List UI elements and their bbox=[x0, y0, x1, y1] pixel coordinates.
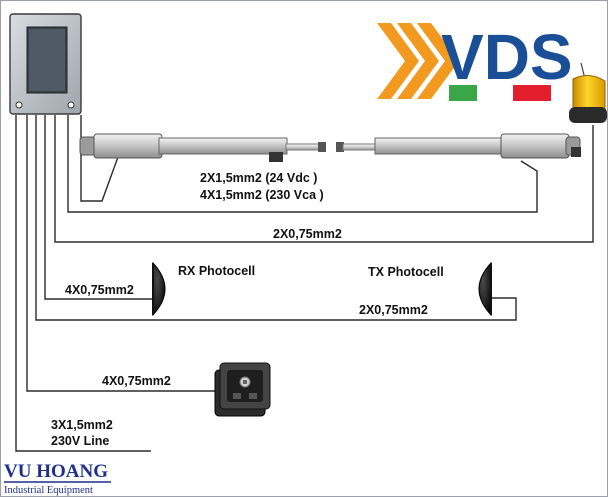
wire-actuator-right bbox=[67, 115, 538, 213]
label-motor-cable-ac: 4X1,5mm2 (230 Vca ) bbox=[200, 188, 324, 202]
linear-actuators bbox=[79, 133, 581, 162]
label-lamp-cable: 2X0,75mm2 bbox=[273, 227, 342, 241]
wires bbox=[15, 115, 594, 452]
chevron-icon bbox=[377, 23, 459, 99]
vds-logo: VDS bbox=[377, 21, 573, 101]
label-motor-cable-dc: 2X1,5mm2 (24 Vdc ) bbox=[200, 171, 317, 185]
wire-tx-photocell bbox=[35, 115, 517, 321]
wire-rx-photocell bbox=[44, 115, 153, 300]
label-power-line-1: 3X1,5mm2 bbox=[51, 418, 113, 432]
footer-tagline: Industrial Equipment bbox=[4, 485, 93, 496]
wire-power-line bbox=[15, 115, 151, 452]
rx-photocell bbox=[152, 261, 166, 317]
label-rx-cable: 4X0,75mm2 bbox=[65, 283, 134, 297]
wire-flashing-lamp bbox=[54, 115, 594, 243]
wire-key-switch bbox=[26, 115, 219, 392]
green-bar bbox=[449, 85, 477, 101]
label-rx-title: RX Photocell bbox=[178, 264, 255, 278]
vds-text: VDS bbox=[441, 21, 573, 93]
tx-photocell bbox=[478, 261, 492, 317]
red-bar bbox=[513, 85, 551, 101]
label-tx-title: TX Photocell bbox=[368, 265, 444, 279]
actuator-right bbox=[336, 133, 581, 159]
wire-actuator-left bbox=[80, 115, 119, 202]
flashing-lamp bbox=[569, 62, 607, 123]
footer-company: VU HOANG bbox=[4, 461, 108, 482]
footer-brand: VU HOANG Industrial Equipment bbox=[4, 461, 111, 496]
label-key-cable: 4X0,75mm2 bbox=[102, 374, 171, 388]
label-power-line-2: 230V Line bbox=[51, 434, 109, 448]
actuator-left bbox=[79, 133, 326, 162]
label-tx-cable: 2X0,75mm2 bbox=[359, 303, 428, 317]
key-selector-switch bbox=[214, 362, 271, 417]
control-unit bbox=[9, 13, 82, 115]
cable-labels: 2X1,5mm2 (24 Vdc ) 4X1,5mm2 (230 Vca ) 2… bbox=[51, 171, 444, 448]
